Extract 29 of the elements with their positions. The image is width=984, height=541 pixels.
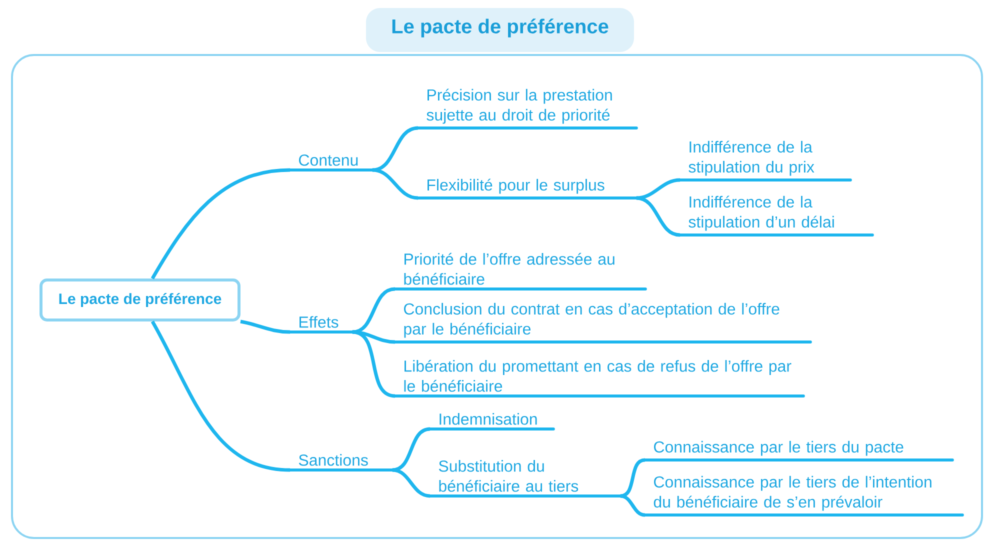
branch-line (392, 468, 430, 498)
branch-line (636, 178, 680, 200)
branch-line (150, 168, 290, 280)
branch-label: Conclusion du contrat en cas d’acceptation de l’offre par le bénéficiaire (394, 302, 812, 344)
branch-label: Effets (288, 316, 354, 334)
branch-label: Priorité de l’offre adressée au bénéficiaire (394, 252, 647, 290)
branch-label: Libération du promettant en cas de refus de l’offre par le bénéficiaire (394, 360, 805, 398)
root-box: Le pacte de préférence (40, 278, 240, 322)
branch-label: Flexibilité pour le surplus (416, 178, 638, 200)
branch-line (620, 494, 646, 517)
branch-label: Indemnisation (428, 413, 555, 430)
branch-label: Connaissance par le tiers du pacte (644, 440, 954, 462)
branch-label: Précision sur la prestation sujette au droit de priorité (416, 88, 638, 130)
branch-line (352, 287, 396, 334)
branch-line (352, 330, 396, 398)
branch-line (392, 427, 430, 472)
title-tab: Le pacte de préférence (366, 8, 634, 52)
branch-label: Sanctions (288, 454, 394, 472)
branch-line (372, 126, 418, 172)
branch-line (240, 320, 290, 334)
branch-label: Substitution du bénéficiaire au tiers (428, 460, 622, 498)
branch-label: Contenu (288, 154, 374, 172)
branch-label: Indifférence de la stipulation du prix (678, 140, 852, 182)
branch-label: Connaissance par le tiers de l’intention du bénéficiaire de s’en prévaloir (644, 476, 964, 516)
branch-line (372, 168, 418, 200)
branch-line (150, 320, 290, 472)
branch-line (636, 196, 680, 237)
branch-line (620, 458, 646, 498)
branch-label: Indifférence de la stipulation d’un délai (678, 196, 874, 236)
